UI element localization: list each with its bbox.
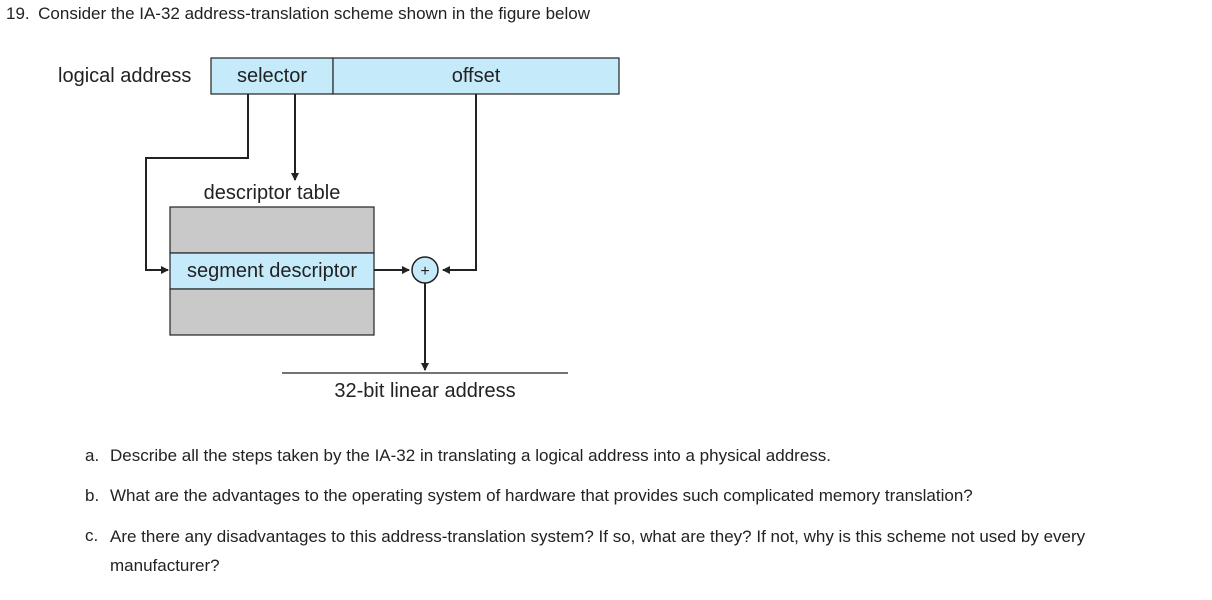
offset-label: offset [452,65,501,87]
question-part-c: Are there any disadvantages to this addr… [110,527,1086,575]
sub-questions-list: a. Describe all the steps taken by the I… [85,446,1195,600]
descriptor-table-bottom [169,288,375,336]
descriptor-table-top [169,206,375,254]
list-marker: c. [85,526,99,545]
selector-label: selector [237,65,307,87]
list-item: c. Are there any disadvantages to this a… [85,526,1195,580]
logical-address-label: logical address [58,65,191,87]
address-translation-figure: logical address selector offset descript… [58,57,620,402]
question-title: 19. Consider the IA-32 address-translati… [6,4,590,23]
list-marker: a. [85,446,100,465]
adder-symbol: + [420,263,429,280]
selector-to-descriptor-path [145,94,249,274]
offset-to-adder-path [442,94,477,274]
list-item: b. What are the advantages to the operat… [85,486,1195,506]
question-part-a: Describe all the steps taken by the IA-3… [110,446,832,465]
descriptor-table-label: descriptor table [204,182,341,204]
list-marker: b. [85,486,100,505]
question-part-b: What are the advantages to the operating… [110,486,973,505]
segment-descriptor-label: segment descriptor [187,260,357,282]
list-item: a. Describe all the steps taken by the I… [85,446,1195,466]
linear-address-label: 32-bit linear address [334,380,515,402]
